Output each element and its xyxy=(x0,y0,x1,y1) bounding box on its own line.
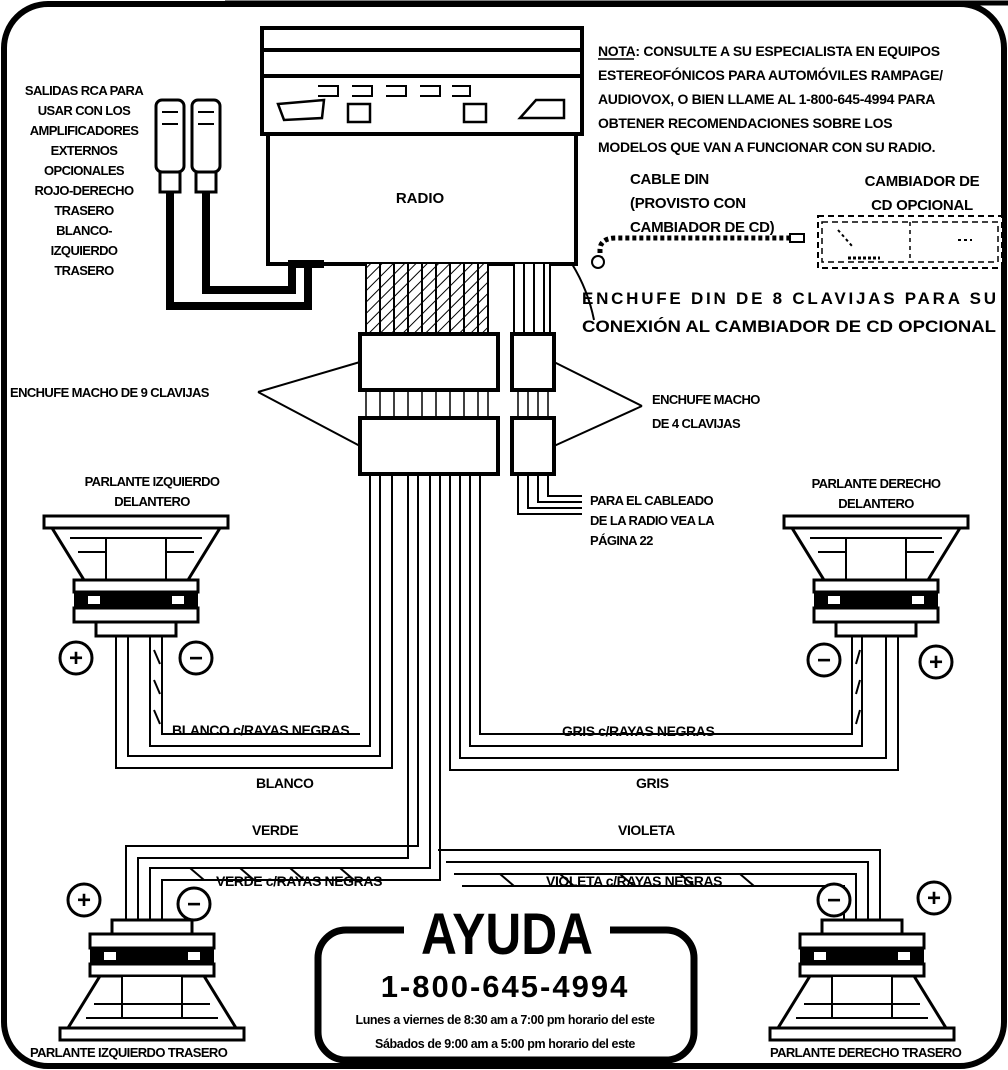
rca-label-line: SALIDAS RCA PARA xyxy=(25,83,144,98)
connector-9pin-label: ENCHUFE MACHO DE 9 CLAVIJAS xyxy=(10,385,210,400)
help-hours-saturday: Sábados de 9:00 am a 5:00 pm horario del… xyxy=(375,1037,635,1051)
help-title: AYUDA xyxy=(421,902,593,967)
rca-label-line: IZQUIERDO xyxy=(51,243,118,258)
help-phone: 1-800-645-4994 xyxy=(381,969,630,1004)
rear-wires xyxy=(125,474,881,920)
rca-label-line: ROJO-DERECHO xyxy=(35,183,134,198)
rca-label-line: AMPLIFICADORES xyxy=(30,123,140,138)
din-cable xyxy=(571,233,805,321)
wire-label: BLANCO xyxy=(256,775,314,791)
front-wires xyxy=(115,474,899,771)
radio-wiring-label: PÁGINA 22 xyxy=(590,533,653,548)
radio-wiring-label: PARA EL CABLEADO xyxy=(590,493,714,508)
wire-label: VERDE c/RAYAS NEGRAS xyxy=(216,873,382,889)
minus-icon: − xyxy=(827,887,841,914)
help-hours-weekday: Lunes a viernes de 8:30 am a 7:00 pm hor… xyxy=(355,1013,655,1027)
din-cable-label: CABLE DIN xyxy=(630,171,709,188)
speaker-label: PARLANTE IZQUIERDO TRASERO xyxy=(30,1045,228,1060)
radio-label: RADIO xyxy=(396,190,445,207)
rca-label-line: USAR CON LOS xyxy=(38,103,131,118)
wire-label: VIOLETA xyxy=(618,822,675,838)
speaker-label: DELANTERO xyxy=(838,496,914,511)
plus-icon: + xyxy=(929,649,943,676)
speaker-label: DELANTERO xyxy=(114,494,190,509)
rca-outputs xyxy=(154,98,324,310)
rca-label-line: TRASERO xyxy=(54,203,114,218)
speaker-label: PARLANTE DERECHO xyxy=(812,476,941,491)
note-line: AUDIOVOX, O BIEN LLAME AL 1-800-645-4994… xyxy=(598,91,935,107)
wire-label: GRIS xyxy=(636,775,669,791)
cd-changer-label: CD OPCIONAL xyxy=(871,197,973,214)
rca-label-line: EXTERNOS xyxy=(51,143,119,158)
minus-icon: − xyxy=(189,645,203,672)
polarity-symbols xyxy=(58,640,954,922)
radio-wiring-leads xyxy=(517,474,582,515)
minus-icon: − xyxy=(817,647,831,674)
wire-label: BLANCO c/RAYAS NEGRAS xyxy=(172,722,349,738)
wire-bundle-upper xyxy=(365,264,551,334)
note-line: OBTENER RECOMENDACIONES SOBRE LOS xyxy=(598,115,892,131)
note-line: MODELOS QUE VAN A FUNCIONAR CON SU RADIO… xyxy=(598,139,935,155)
note-line: NOTA: CONSULTE A SU ESPECIALISTA EN EQUI… xyxy=(598,43,940,59)
radio-wiring-label: DE LA RADIO VEA LA xyxy=(590,513,715,528)
plus-icon: + xyxy=(69,645,83,672)
connector-4pin-label: DE 4 CLAVIJAS xyxy=(652,416,741,431)
din-plug-label: CONEXIÓN AL CAMBIADOR DE CD OPCIONAL xyxy=(582,317,996,336)
connector-4pin-label: ENCHUFE MACHO xyxy=(652,392,760,407)
din-cable-label: CAMBIADOR DE CD) xyxy=(630,219,775,236)
rca-label-line: BLANCO- xyxy=(56,223,112,238)
speaker-label: PARLANTE IZQUIERDO xyxy=(85,474,220,489)
connectors xyxy=(257,332,643,476)
wire-label: GRIS c/RAYAS NEGRAS xyxy=(562,723,714,739)
cd-changer xyxy=(817,215,1003,269)
speaker-label: PARLANTE DERECHO TRASERO xyxy=(770,1045,962,1060)
din-cable-label: (PROVISTO CON xyxy=(630,195,746,212)
plus-icon: + xyxy=(927,885,941,912)
din-plug-label: ENCHUFE DIN DE 8 CLAVIJAS PARA SU xyxy=(582,289,996,308)
note-line: ESTEREOFÓNICOS PARA AUTOMÓVILES RAMPAGE/ xyxy=(598,66,943,83)
rca-label-line: OPCIONALES xyxy=(44,163,125,178)
minus-icon: − xyxy=(187,891,201,918)
wire-label: VIOLETA c/RAYAS NEGRAS xyxy=(546,873,722,889)
radio-unit xyxy=(260,26,584,266)
wire-label: VERDE xyxy=(252,822,298,838)
cd-changer-label: CAMBIADOR DE xyxy=(865,173,980,190)
plus-icon: + xyxy=(77,887,91,914)
help-box xyxy=(314,900,698,1064)
rca-label-line: TRASERO xyxy=(54,263,114,278)
